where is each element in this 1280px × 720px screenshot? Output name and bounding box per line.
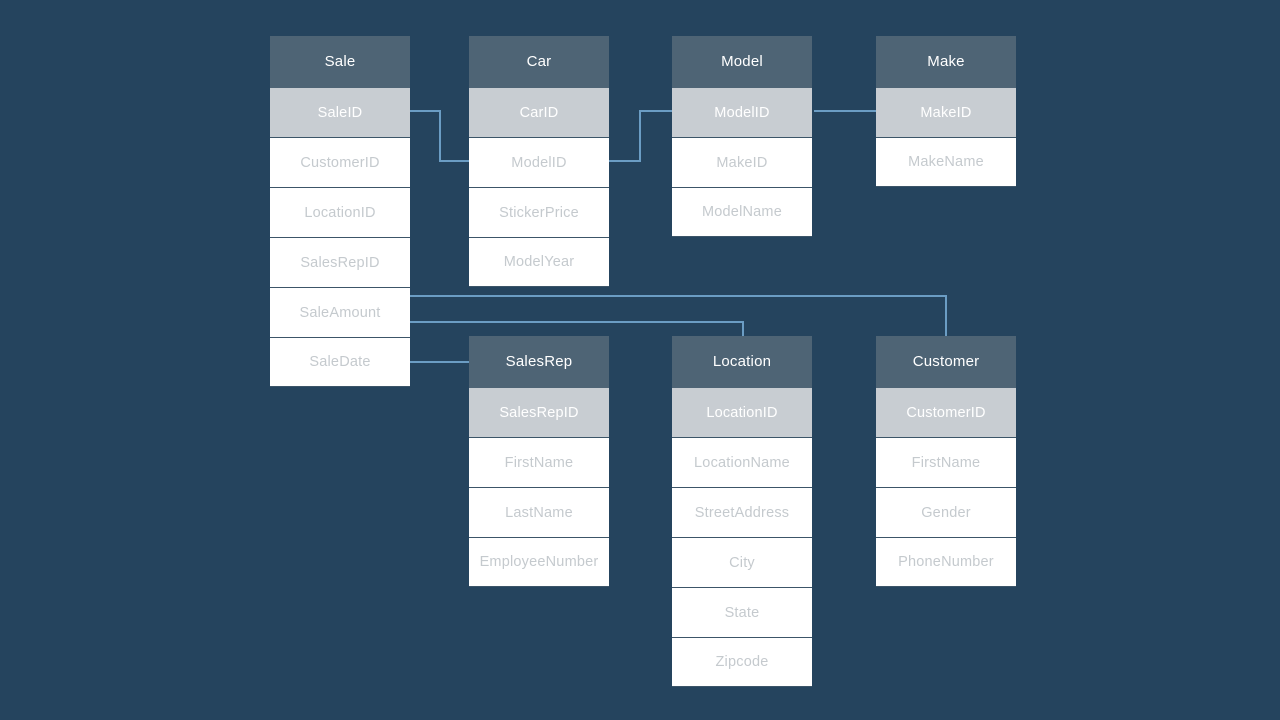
entity-field[interactable]: FirstName bbox=[469, 437, 609, 487]
entity-title: Sale bbox=[270, 36, 410, 87]
entity-field[interactable]: MakeID bbox=[672, 137, 812, 187]
entity-title: Customer bbox=[876, 336, 1016, 387]
primary-key-field[interactable]: SaleID bbox=[270, 87, 410, 137]
primary-key-field[interactable]: LocationID bbox=[672, 387, 812, 437]
relationship-line bbox=[410, 110, 469, 162]
entity-field[interactable]: ModelYear bbox=[469, 237, 609, 287]
entity-field[interactable]: ModelName bbox=[672, 187, 812, 237]
entity-field[interactable]: CustomerID bbox=[270, 137, 410, 187]
primary-key-field[interactable]: CarID bbox=[469, 87, 609, 137]
entity-field[interactable]: State bbox=[672, 587, 812, 637]
entity-field[interactable]: Gender bbox=[876, 487, 1016, 537]
entity-title: Make bbox=[876, 36, 1016, 87]
entity-field[interactable]: FirstName bbox=[876, 437, 1016, 487]
primary-key-field[interactable]: SalesRepID bbox=[469, 387, 609, 437]
primary-key-field[interactable]: MakeID bbox=[876, 87, 1016, 137]
entity-field[interactable]: StreetAddress bbox=[672, 487, 812, 537]
entity-field[interactable]: LocationID bbox=[270, 187, 410, 237]
entity-field[interactable]: LastName bbox=[469, 487, 609, 537]
relationship-line bbox=[609, 110, 672, 162]
entity-field[interactable]: EmployeeNumber bbox=[469, 537, 609, 587]
primary-key-field[interactable]: CustomerID bbox=[876, 387, 1016, 437]
entity-field[interactable]: SaleDate bbox=[270, 337, 410, 387]
entity-field[interactable]: Zipcode bbox=[672, 637, 812, 687]
entity-field[interactable]: SalesRepID bbox=[270, 237, 410, 287]
entity-title: SalesRep bbox=[469, 336, 609, 387]
entity-field[interactable]: StickerPrice bbox=[469, 187, 609, 237]
entity-field[interactable]: PhoneNumber bbox=[876, 537, 1016, 587]
entity-field[interactable]: SaleAmount bbox=[270, 287, 410, 337]
entity-title: Location bbox=[672, 336, 812, 387]
entity-field[interactable]: LocationName bbox=[672, 437, 812, 487]
relationship-line bbox=[410, 295, 947, 336]
entity-title: Model bbox=[672, 36, 812, 87]
entity-field[interactable]: City bbox=[672, 537, 812, 587]
primary-key-field[interactable]: ModelID bbox=[672, 87, 812, 137]
relationship-line bbox=[410, 321, 744, 336]
entity-field[interactable]: MakeName bbox=[876, 137, 1016, 187]
entity-title: Car bbox=[469, 36, 609, 87]
entity-field[interactable]: ModelID bbox=[469, 137, 609, 187]
